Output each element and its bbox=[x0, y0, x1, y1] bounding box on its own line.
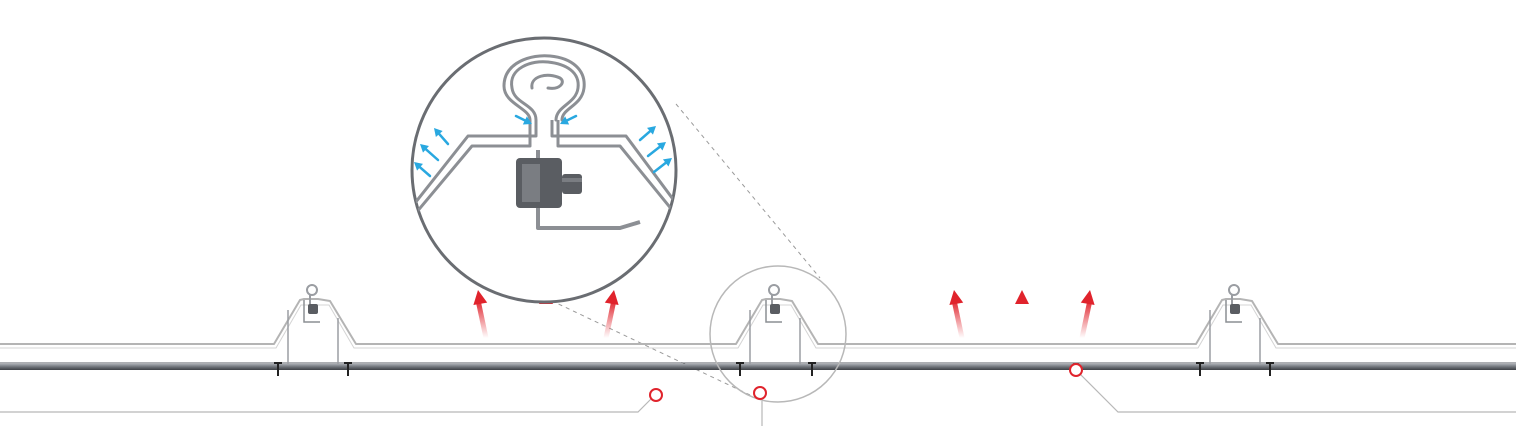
magnified-detail bbox=[410, 36, 678, 304]
callout-marker-1 bbox=[649, 388, 663, 402]
callout-marker-2 bbox=[753, 386, 767, 400]
detail-right-sheet bbox=[550, 120, 676, 233]
screw-icon bbox=[808, 362, 816, 376]
zoom-guide-lines bbox=[507, 103, 821, 396]
roof-sheet-profile bbox=[0, 298, 1516, 345]
clip-block-icon bbox=[308, 304, 318, 314]
arrow-icon bbox=[434, 128, 450, 146]
roof-sheet-profile-inner bbox=[0, 304, 1516, 349]
arrow-icon bbox=[414, 162, 432, 178]
leader-line-1 bbox=[0, 397, 653, 413]
callout-leaders bbox=[0, 373, 1516, 426]
arrow-icon bbox=[652, 158, 672, 174]
clip-block-icon bbox=[770, 304, 780, 314]
detail-highlight-circle bbox=[709, 265, 847, 403]
leader-line-3 bbox=[1079, 373, 1516, 413]
screw-icon bbox=[344, 362, 352, 376]
callout-markers bbox=[649, 363, 1083, 402]
arrow-icon bbox=[514, 114, 532, 125]
screw-icon bbox=[736, 362, 744, 376]
seam-clips bbox=[287, 284, 1261, 364]
fasteners bbox=[274, 362, 1274, 376]
seam-roll-icon bbox=[1228, 284, 1240, 296]
arrow-icon bbox=[420, 144, 440, 162]
screw-icon bbox=[274, 362, 282, 376]
detail-clip-bolt bbox=[562, 174, 582, 194]
seam-clip-1 bbox=[287, 284, 339, 364]
arrow-up-icon bbox=[949, 290, 965, 341]
purlin-beam bbox=[0, 362, 1516, 370]
seam-clip-3 bbox=[1209, 284, 1261, 364]
arrow-up-icon bbox=[603, 290, 619, 341]
seam-roll-icon bbox=[306, 284, 318, 296]
arrow-icon bbox=[646, 142, 666, 158]
arrow-icon bbox=[560, 114, 578, 125]
arrow-up-icon bbox=[1079, 290, 1095, 341]
clip-block-icon bbox=[1230, 304, 1240, 314]
detail-clip-bracket bbox=[516, 150, 641, 230]
pressure-arrows bbox=[414, 114, 672, 178]
seam-clip-2 bbox=[749, 284, 801, 364]
arrow-up-icon bbox=[473, 290, 489, 341]
callout-marker-3 bbox=[1069, 363, 1083, 377]
zoom-guide-right bbox=[675, 103, 821, 279]
screw-icon bbox=[1196, 362, 1204, 376]
arrow-up-icon bbox=[1015, 290, 1029, 341]
seam-roll-icon bbox=[768, 284, 780, 296]
detail-standing-seam bbox=[502, 54, 586, 122]
screw-icon bbox=[1266, 362, 1274, 376]
arrow-icon bbox=[638, 126, 656, 142]
detail-left-sheet bbox=[412, 120, 538, 233]
